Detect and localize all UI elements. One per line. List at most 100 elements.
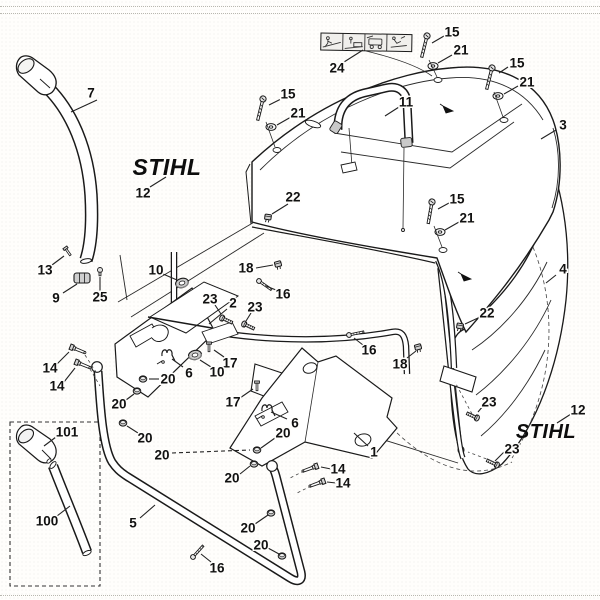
callout-label-14: 14 <box>49 379 65 394</box>
callout-label-20: 20 <box>137 431 152 446</box>
callout-label-23: 23 <box>504 442 520 457</box>
part-bolt-14 <box>68 343 88 357</box>
part-screw-16 <box>189 543 206 561</box>
callout-label-5: 5 <box>129 516 137 531</box>
callout-label-20: 20 <box>240 521 255 536</box>
lower-frame-part-5 <box>91 361 306 586</box>
part-nut-20 <box>266 509 276 517</box>
part-screw-16 <box>255 277 274 293</box>
callout-label-21: 21 <box>459 211 475 226</box>
part-screw-13 <box>62 245 73 258</box>
leader-line <box>498 66 509 74</box>
handle-part-11 <box>329 82 414 232</box>
tube-part-7 <box>15 55 99 264</box>
leader-line <box>545 274 557 284</box>
callout-label-11: 11 <box>399 95 414 110</box>
callout-label-1: 1 <box>370 445 378 460</box>
part-plug-25 <box>97 267 103 277</box>
callout-label-10: 10 <box>148 263 163 278</box>
callout-label-12: 12 <box>135 186 150 201</box>
leader-line <box>43 436 57 447</box>
part-screw-15 <box>418 31 432 59</box>
leader-line <box>268 98 282 106</box>
leader-line <box>162 273 178 281</box>
leader-line <box>431 35 445 44</box>
leader-line <box>353 432 369 447</box>
callout-label-20: 20 <box>275 426 290 441</box>
leader-line <box>503 85 519 95</box>
leader-line <box>213 349 225 358</box>
service-kit-box <box>9 421 101 587</box>
callout-label-16: 16 <box>275 287 291 302</box>
leader-line <box>208 308 228 325</box>
tube-ball-end <box>91 361 103 373</box>
leader-line <box>126 425 139 434</box>
bracket-plate-part-1 <box>229 347 398 467</box>
screw-hole <box>499 117 509 123</box>
callout-label-15: 15 <box>280 87 296 102</box>
part-nut-20 <box>138 375 148 383</box>
leader-line <box>125 393 135 401</box>
part-clip-18 <box>273 260 283 271</box>
leader-line <box>271 203 289 215</box>
leader-line <box>320 466 332 470</box>
leader-line <box>62 283 78 294</box>
warning-pictograms <box>322 35 407 50</box>
screw-axis-dashed <box>454 381 493 462</box>
callout-label-6: 6 <box>185 366 193 381</box>
warning-strip-part-24 <box>320 32 413 53</box>
leader-line <box>326 481 337 484</box>
leader-line <box>540 129 557 140</box>
leader-line <box>276 116 292 126</box>
callout-label-20: 20 <box>253 538 268 553</box>
callout-label-6: 6 <box>291 416 299 431</box>
callout-label-22: 22 <box>479 306 494 321</box>
direction-arrow <box>439 103 455 114</box>
leader-line <box>384 106 400 117</box>
screw-axis-lines <box>265 59 504 248</box>
callout-label-20: 20 <box>154 448 169 463</box>
callout-label-17: 17 <box>222 356 237 371</box>
leader-line <box>265 285 277 291</box>
callout-label-101: 101 <box>56 425 79 440</box>
callout-label-23: 23 <box>202 292 218 307</box>
callout-label-4: 4 <box>559 262 567 277</box>
callout-label-13: 13 <box>37 263 53 278</box>
leader-line <box>70 99 98 113</box>
part-screw-17 <box>206 341 212 353</box>
leader-line <box>254 514 269 525</box>
leader-line <box>267 547 280 555</box>
leader-line <box>139 504 156 519</box>
stihl-logo-right: STIHL <box>516 421 576 443</box>
leader-line <box>171 358 184 368</box>
part-nut-20 <box>118 419 128 427</box>
callout-label-15: 15 <box>444 25 460 40</box>
leader-line <box>214 304 222 315</box>
part-nut-20 <box>252 446 262 454</box>
callout-label-22: 22 <box>285 190 300 205</box>
leader-line <box>239 388 254 399</box>
callout-label-16: 16 <box>361 343 377 358</box>
callout-label-14: 14 <box>42 361 58 376</box>
callout-label-20: 20 <box>224 471 239 486</box>
leader-line <box>171 449 251 454</box>
callout-label-10: 10 <box>209 365 224 380</box>
fasteners <box>62 31 504 561</box>
scan-texture-line <box>0 6 600 7</box>
part-clamp-9 <box>73 272 91 284</box>
leader-line <box>63 367 76 383</box>
leader-line <box>444 221 460 231</box>
leader-line <box>149 176 167 188</box>
part-screw-23 <box>240 319 256 333</box>
leader-line <box>56 351 70 365</box>
part-bolt-14 <box>307 477 327 490</box>
callout-label-16: 16 <box>209 561 225 576</box>
leader-line <box>199 359 212 368</box>
tube-ball-end <box>266 460 278 472</box>
callout-label-20: 20 <box>111 397 126 412</box>
leader-line <box>260 437 276 449</box>
part-screw-15 <box>254 94 268 122</box>
screw-hole <box>438 247 448 253</box>
